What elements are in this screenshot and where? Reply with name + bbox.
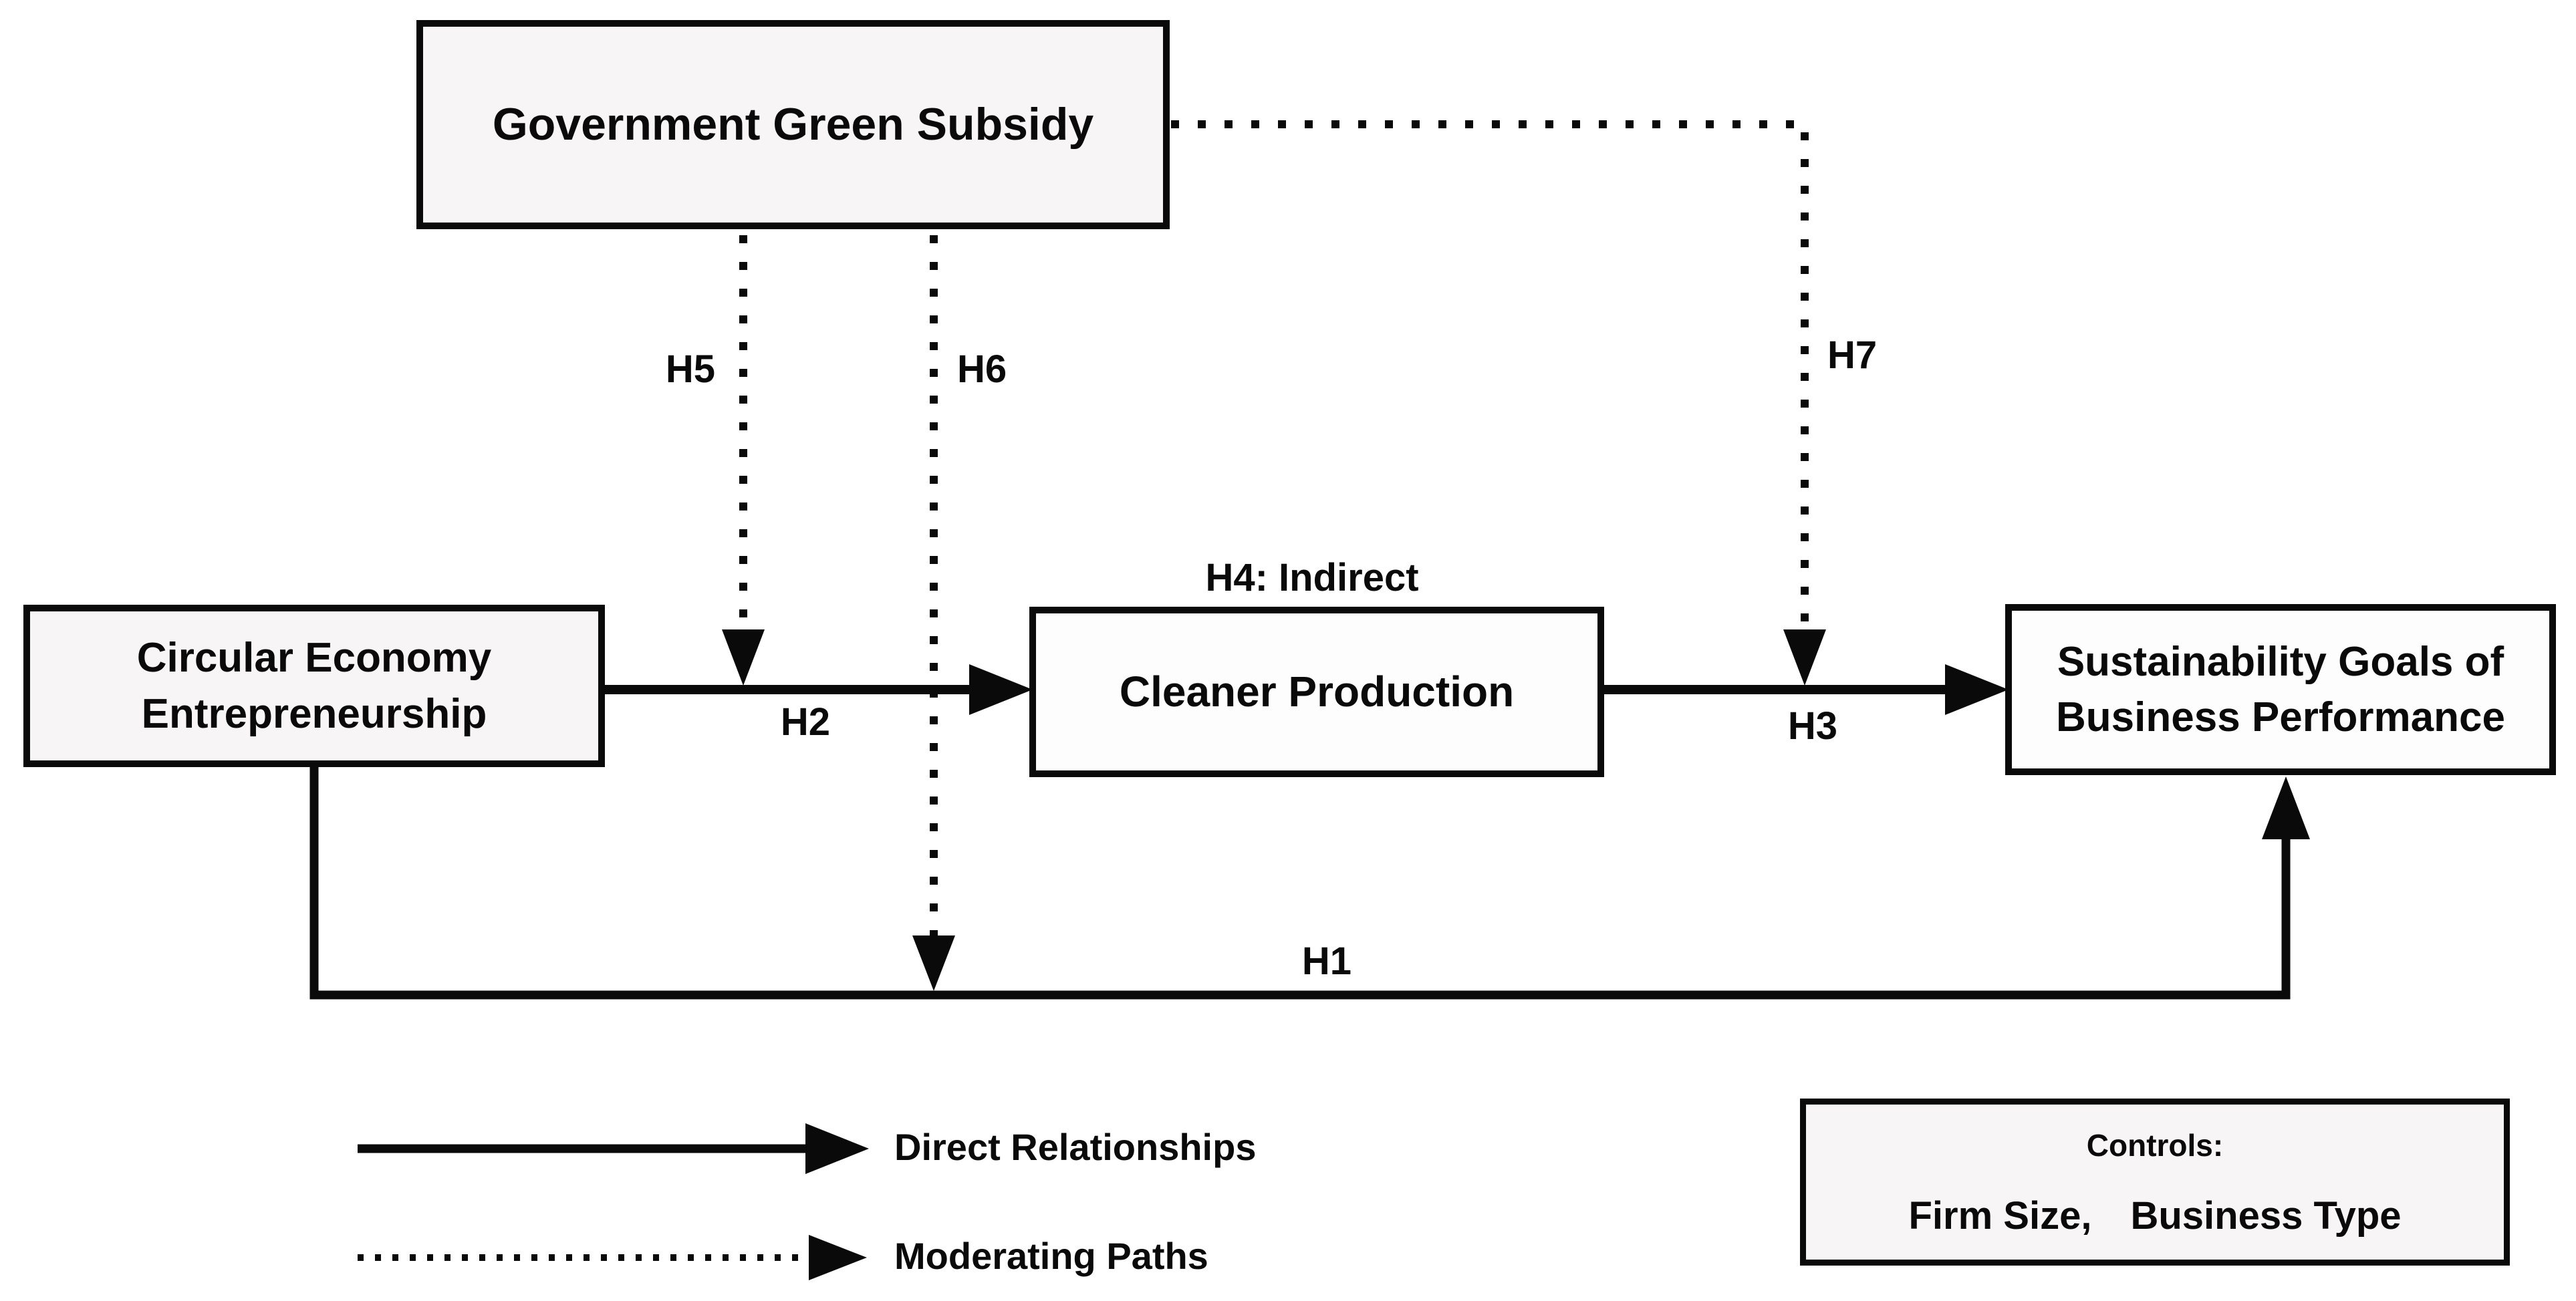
node-cleaner-production-label: Cleaner Production xyxy=(1119,667,1515,716)
label-h4-indirect: H4: Indirect xyxy=(1205,556,1419,599)
control-variable-firm-size: Firm Size, xyxy=(1908,1194,2092,1238)
node-circular-economy-entrepreneurship-label: Circular Economy Entrepreneurship xyxy=(136,635,492,737)
legend-moderating-paths-label: Moderating Paths xyxy=(894,1235,1208,1277)
label-h2: H2 xyxy=(780,700,831,744)
node-cleaner-production: Cleaner Production xyxy=(1029,607,1604,777)
h3-arrowhead xyxy=(1945,664,2009,715)
controls-box-title: Controls: xyxy=(2086,1128,2224,1163)
h2-arrowhead xyxy=(969,664,1033,715)
h1-direct-arrow-line xyxy=(309,766,2291,1000)
controls-box-items: Firm Size, Business Type xyxy=(1908,1197,2401,1236)
legend-direct-relationships-label: Direct Relationships xyxy=(894,1126,1257,1168)
node-government-green-subsidy-label: Government Green Subsidy xyxy=(492,98,1094,150)
label-h7: H7 xyxy=(1827,333,1878,377)
label-h5: H5 xyxy=(665,347,715,391)
node-government-green-subsidy: Government Green Subsidy xyxy=(416,20,1170,229)
h1-arrowhead xyxy=(2262,776,2310,839)
control-variable-business-type: Business Type xyxy=(2130,1194,2402,1238)
legend-direct-arrowhead xyxy=(805,1123,869,1174)
h7-arrowhead xyxy=(1783,629,1826,686)
node-circular-economy-entrepreneurship: Circular Economy Entrepreneurship xyxy=(23,605,605,767)
controls-box: Controls: Firm Size, Business Type xyxy=(1800,1099,2510,1266)
node-sustainability-goals-label: Sustainability Goals of Business Perform… xyxy=(2056,638,2505,740)
h6-arrowhead xyxy=(912,935,955,991)
node-sustainability-goals: Sustainability Goals of Business Perform… xyxy=(2005,604,2556,775)
h5-arrowhead xyxy=(722,629,765,686)
legend-moderating-arrowhead xyxy=(809,1235,867,1280)
label-h1: H1 xyxy=(1301,939,1352,983)
label-h6: H6 xyxy=(957,347,1007,391)
label-h3: H3 xyxy=(1787,704,1838,748)
